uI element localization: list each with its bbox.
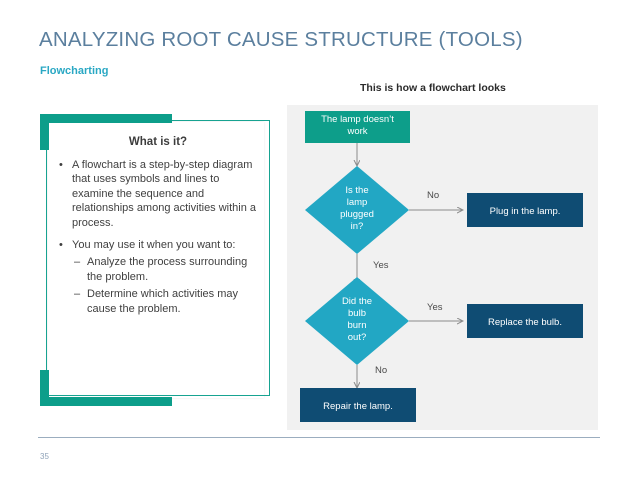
sub-bullet-list: – Analyze the process surrounding the pr… (72, 255, 260, 316)
flow-node-d1-line2: lamp (347, 197, 368, 208)
panel-heading: What is it? (128, 136, 188, 148)
bullet-marker-icon: • (59, 239, 63, 252)
flow-node-plug-in-lamp[interactable]: Plug in the lamp. (467, 193, 583, 227)
edge-label-yes-decision2: Yes (427, 302, 443, 313)
bracket-bottom-left-horizontal (40, 397, 172, 406)
edge-label-no-decision2: No (375, 365, 387, 376)
page-title: ANALYZING ROOT CAUSE STRUCTURE (TOOLS) (39, 28, 523, 51)
what-is-it-panel: What is it? • A flowchart is a step-by-s… (40, 114, 272, 406)
edge-label-no-decision1: No (427, 190, 439, 201)
bullet-list: • A flowchart is a step-by-step diagram … (56, 158, 260, 316)
dash-marker-icon: – (74, 256, 81, 269)
page-subtitle: Flowcharting (40, 65, 109, 77)
bullet-text: A flowchart is a step-by-step diagram th… (72, 159, 257, 229)
flow-node-start-line1: The lamp doesn’t (321, 114, 394, 125)
flowchart-caption: This is how a flowchart looks (360, 82, 506, 94)
footer-divider (38, 437, 600, 438)
edge-label-yes-decision1: Yes (373, 260, 389, 271)
sub-bullet-text: Analyze the process surrounding the prob… (87, 256, 248, 283)
bullet-marker-icon: • (59, 159, 63, 171)
flow-node-repair-lamp[interactable]: Repair the lamp. (300, 388, 416, 422)
flow-node-decision-plugged-in[interactable]: Is the lamp plugged in? (305, 166, 409, 254)
bracket-top-left-vertical (40, 114, 49, 150)
flow-node-a1-label: Plug in the lamp. (490, 206, 561, 217)
bullet-text: You may use it when you want to: (72, 239, 236, 252)
flow-node-d1-line3: plugged (340, 209, 374, 220)
flow-node-d1-line1: Is the (345, 185, 368, 196)
panel-body: • A flowchart is a step-by-step diagram … (56, 158, 260, 324)
bracket-top-left-horizontal (40, 114, 172, 123)
flow-node-d2-line1: Did the (342, 296, 372, 307)
list-item: • You may use it when you want to: – Ana… (56, 238, 260, 316)
flow-node-start[interactable]: The lamp doesn’t work (305, 111, 410, 143)
flow-node-d1-line4: in? (351, 221, 364, 232)
page-number: 35 (40, 452, 49, 461)
flow-node-d2-line2: bulb (348, 308, 366, 319)
dash-marker-icon: – (74, 288, 81, 301)
flow-node-replace-bulb[interactable]: Replace the bulb. (467, 304, 583, 338)
sub-bullet-text: Determine which activities may cause the… (87, 288, 238, 315)
flow-node-d2-line3: burn (347, 320, 366, 331)
list-item: – Analyze the process surrounding the pr… (72, 255, 260, 284)
list-item: • A flowchart is a step-by-step diagram … (56, 158, 260, 230)
flow-node-a2-label: Replace the bulb. (488, 317, 562, 328)
bracket-bottom-left-vertical (40, 370, 49, 406)
list-item: – Determine which activities may cause t… (72, 287, 260, 316)
flowchart-diagram: The lamp doesn’t work Is the lamp plugge… (300, 111, 583, 422)
flow-node-decision-bulb-burn-out[interactable]: Did the bulb burn out? (305, 277, 409, 365)
panel-card-background (48, 122, 264, 398)
flow-node-a3-label: Repair the lamp. (323, 401, 393, 412)
flow-node-start-line2: work (346, 126, 367, 137)
flowchart-panel: The lamp doesn’t work Is the lamp plugge… (287, 105, 598, 430)
flow-node-d2-line4: out? (348, 332, 367, 343)
